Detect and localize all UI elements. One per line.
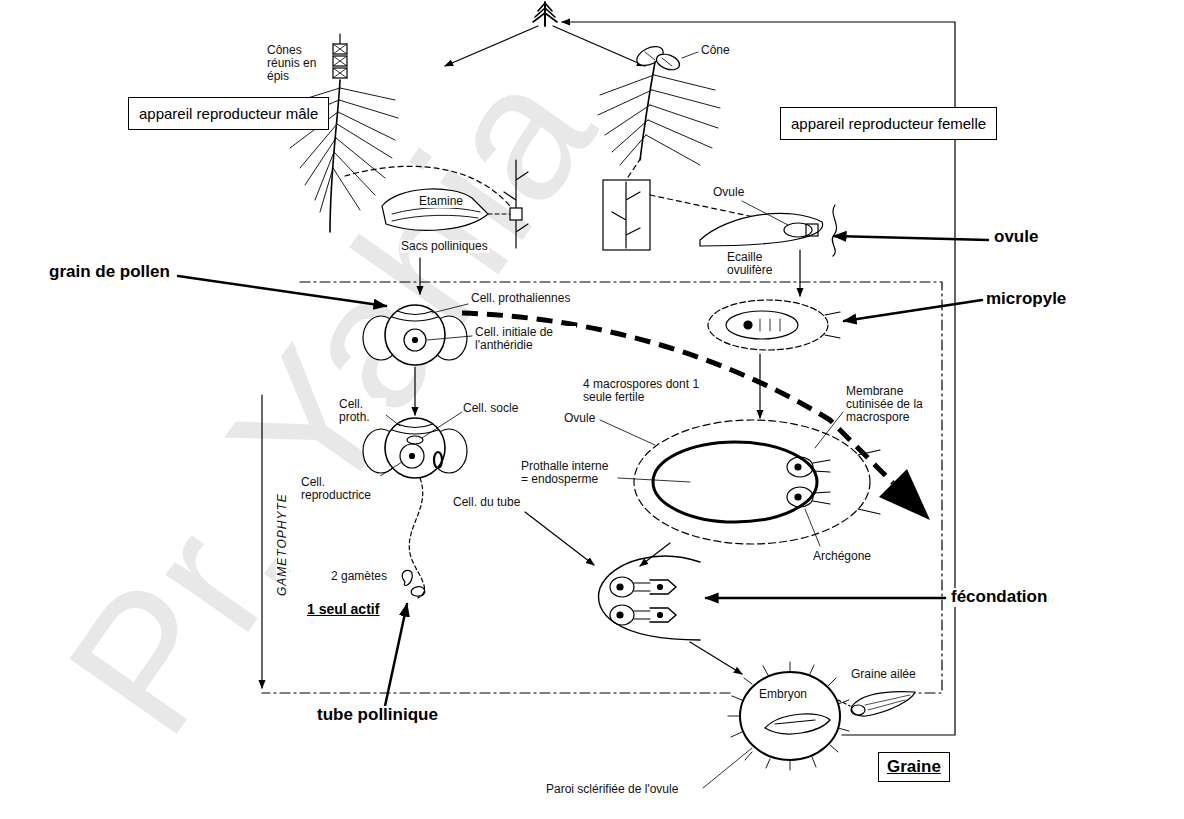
part-label: Sacs polliniques [400,240,489,253]
label-box: appareil reproducteur femelle [780,107,997,140]
callout-label: tube pollinique [316,706,439,725]
part-label: Cell. reproductrice [300,476,382,502]
box-text: appareil reproducteur femelle [791,115,986,132]
watermark: Pr. Yahia [36,37,624,763]
part-label: Cônes réunis en épis [266,44,332,84]
label-box: Graine [878,752,950,782]
part-label: Graine ailée [850,668,917,681]
callout-label: ovule [993,228,1039,247]
box-text: Graine [887,757,941,777]
callout-label: grain de pollen [48,263,171,282]
part-label: Etamine [418,195,464,208]
part-label: Archégone [812,550,872,563]
part-label: Cône [700,44,731,57]
part-label: Ecaille ovulifère [726,251,790,277]
stage-label: GAMETOPHYTE [275,493,288,598]
part-label: Cell. du tube [452,496,521,509]
part-label: Paroi sclérifiée de l'ovule [545,783,679,796]
callout-label: fécondation [950,588,1048,607]
part-label: Cell. prothaliennes [470,292,571,305]
part-label: Ovule [712,186,745,199]
box-text: appareil reproducteur mâle [139,105,318,122]
label-box: appareil reproducteur mâle [128,97,329,130]
part-label: Cell. proth. [338,398,386,424]
part-label: Ovule [563,412,596,425]
part-label: Prothalle interne = endosperme [520,460,617,486]
part-label: 4 macrospores dont 1 seule fertile [582,378,706,404]
part-label: Membrane cutinisée de la macrospore [845,385,935,425]
part-label: Cell. initiale de l'anthéridie [474,326,576,352]
part-label: Embryon [758,688,808,701]
part-label: 2 gamètes [330,570,388,583]
callout-label: micropyle [985,290,1067,309]
note-label: 1 seul actif [306,602,380,617]
part-label: Cell. socle [462,402,519,415]
